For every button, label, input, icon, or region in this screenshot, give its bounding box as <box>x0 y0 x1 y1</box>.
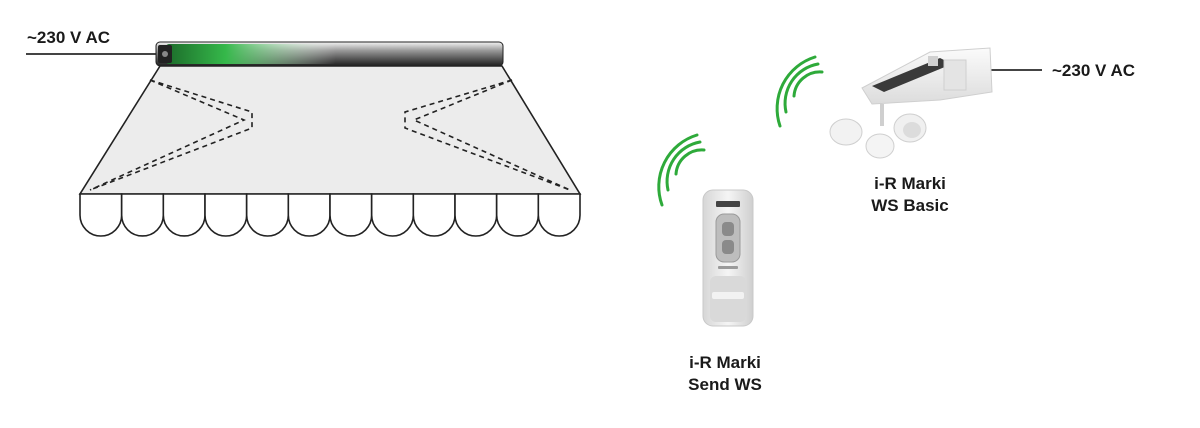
awning-icon <box>26 41 582 237</box>
sensor-name-line2: WS Basic <box>871 196 949 215</box>
sensor-name-label: i-R Marki WS Basic <box>840 173 980 217</box>
valance-scallop <box>245 193 290 237</box>
awning-power-label: ~230 V AC <box>27 28 110 47</box>
valance-scallop <box>287 193 331 237</box>
valance-scallop <box>495 193 540 237</box>
valance-scallop <box>204 193 248 237</box>
remote-control-icon <box>702 189 754 327</box>
valance-scallop <box>79 193 123 237</box>
valance-scallop <box>537 193 581 237</box>
wind-sun-sensor-icon <box>829 47 1042 159</box>
awning-arm-right <box>404 79 571 191</box>
radio-signal-icon <box>775 55 824 128</box>
awning-canopy <box>78 65 582 195</box>
radio-signal-icon <box>657 133 706 207</box>
valance-scallop <box>162 193 206 237</box>
remote-name-line1: i-R Marki <box>689 353 761 372</box>
tube-motor-icon <box>155 41 504 67</box>
valance-scallop <box>370 193 415 237</box>
valance-scallop <box>329 193 373 237</box>
valance-scallop <box>412 193 456 237</box>
remote-name-line2: Send WS <box>688 375 762 394</box>
awning-arm-left <box>89 79 253 191</box>
valance-scallop <box>120 193 165 237</box>
awning-valance <box>79 193 581 237</box>
sensor-name-line1: i-R Marki <box>874 174 946 193</box>
remote-name-label: i-R Marki Send WS <box>655 352 795 396</box>
valance-scallop <box>454 193 498 237</box>
sensor-power-label: ~230 V AC <box>1052 61 1135 80</box>
